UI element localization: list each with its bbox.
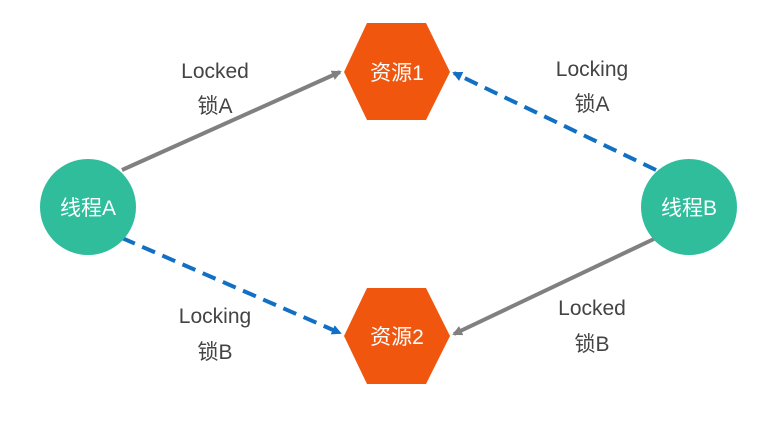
edge-thread-b-to-resource-2 (452, 236, 657, 336)
thread-a-node (40, 159, 136, 255)
thread-a-label: 线程A (60, 197, 116, 220)
resource-2-label: 资源2 (370, 326, 424, 349)
edge-b-r2-lock: 锁B (574, 333, 609, 356)
thread-b-label: 线程B (661, 197, 717, 220)
edge-b-r1-status: Locking (556, 58, 628, 81)
edge-thread-a-to-resource-2 (121, 236, 342, 335)
resource-1-label: 资源1 (370, 62, 424, 85)
thread-b-node (641, 159, 737, 255)
edge-a-r1-lock: 锁A (197, 95, 232, 118)
edge-b-r1-lock: 锁A (574, 93, 609, 116)
edge-thread-b-to-resource-1 (452, 71, 657, 172)
edge-thread-a-to-resource-1 (121, 70, 342, 172)
edge-a-r2-status: Locking (179, 305, 251, 328)
resource-2-node (344, 288, 450, 384)
edge-a-r1-status: Locked (181, 60, 249, 83)
edge-b-r2-status: Locked (558, 297, 626, 320)
resource-1-node (344, 23, 450, 120)
edge-a-r2-lock: 锁B (197, 341, 232, 364)
